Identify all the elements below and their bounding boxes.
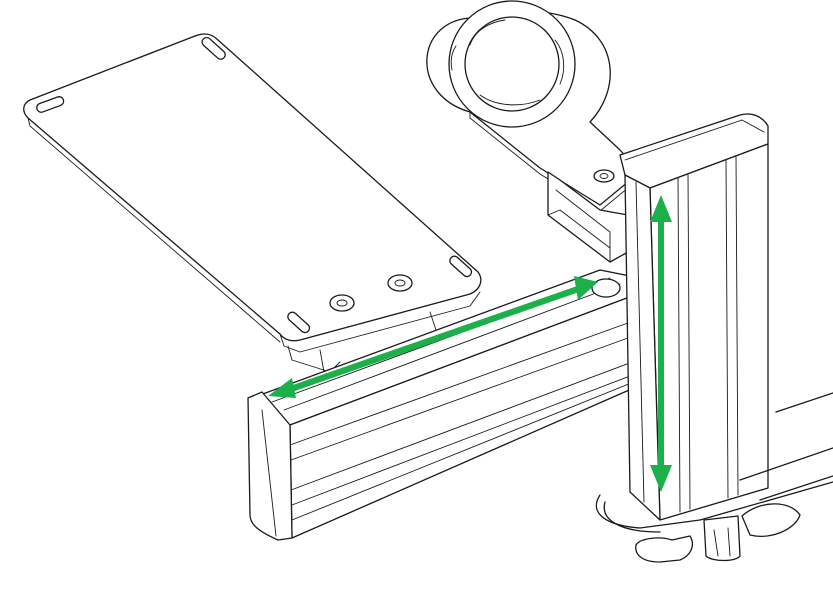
desk-clamp — [595, 392, 833, 563]
horizontal-adjust-arrow — [268, 276, 598, 398]
mounting-plate — [23, 33, 482, 373]
vertical-adjust-arrow — [650, 195, 672, 492]
adjustment-arrows — [268, 195, 672, 492]
ring-mount-plate — [426, 0, 641, 212]
vertical-extrusion-post — [619, 113, 769, 521]
corner-bracket — [547, 171, 629, 263]
